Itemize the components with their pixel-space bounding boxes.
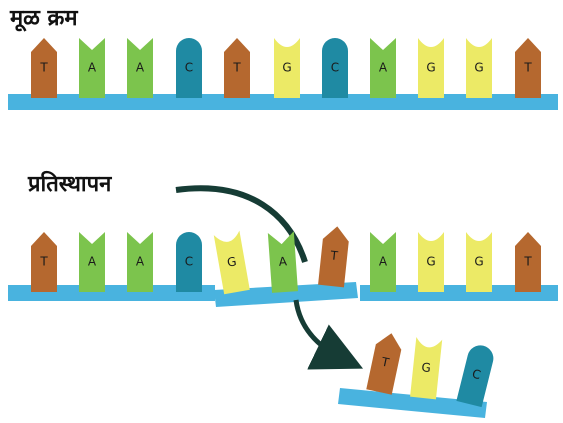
base-A-1: A — [79, 232, 105, 292]
base-letter: G — [474, 255, 483, 269]
base-A-7: A — [370, 38, 396, 98]
base-shape — [410, 336, 443, 400]
base-shape — [370, 232, 396, 292]
base-shape — [79, 232, 105, 292]
base-letter: C — [331, 61, 339, 75]
base-G-1: G — [410, 336, 443, 400]
mutated-backbone-middle — [214, 282, 358, 307]
base-G-5: G — [274, 38, 300, 98]
base-letter: A — [88, 255, 97, 269]
base-shape — [418, 232, 444, 292]
base-letter: A — [379, 61, 388, 75]
base-letter: A — [136, 255, 145, 269]
base-shape — [31, 38, 57, 98]
substitution-label: प्रतिस्थापन — [28, 172, 112, 197]
base-A-7: A — [370, 232, 396, 292]
mutated-backbone-left — [8, 285, 215, 301]
base-shape — [79, 38, 105, 98]
base-T-10: T — [515, 38, 541, 98]
base-letter: T — [39, 255, 48, 269]
base-shape — [127, 38, 153, 98]
removed-backbone — [338, 388, 487, 418]
base-shape — [224, 38, 250, 98]
base-letter: C — [471, 367, 483, 383]
base-letter: A — [88, 61, 97, 75]
base-shape — [366, 333, 402, 395]
base-shape — [515, 38, 541, 98]
base-letter: A — [136, 61, 145, 75]
base-letter: T — [523, 255, 532, 269]
base-G-4: G — [213, 230, 250, 295]
base-shape — [318, 226, 349, 288]
base-T-10: T — [515, 232, 541, 292]
base-A-2: A — [127, 232, 153, 292]
base-T-0: T — [31, 38, 57, 98]
base-letter: C — [185, 61, 193, 75]
base-shape — [418, 38, 444, 98]
base-A-2: A — [127, 38, 153, 98]
base-shape — [127, 232, 153, 292]
base-G-9: G — [466, 38, 492, 98]
base-letter: G — [282, 61, 291, 75]
base-C-2: C — [456, 345, 494, 408]
base-letter: T — [329, 248, 339, 263]
base-shape — [466, 232, 492, 292]
base-letter: G — [421, 360, 432, 375]
base-letter: T — [232, 61, 241, 75]
base-C-3: C — [176, 38, 202, 98]
base-shape — [370, 38, 396, 98]
base-T-0: T — [31, 232, 57, 292]
base-letter: G — [474, 61, 483, 75]
substitution-arrow — [175, 185, 308, 263]
base-letter: G — [426, 61, 435, 75]
base-letter: T — [39, 61, 48, 75]
base-letter: A — [379, 255, 388, 269]
base-letter: G — [426, 255, 435, 269]
base-shape — [466, 38, 492, 98]
base-T-6: T — [318, 226, 349, 288]
base-shape — [176, 38, 202, 98]
base-letter: A — [278, 254, 288, 269]
base-C-6: C — [322, 38, 348, 98]
mutated-backbone-right — [360, 285, 558, 301]
base-letter: T — [523, 61, 532, 75]
base-letter: C — [185, 255, 193, 269]
base-shape — [322, 38, 348, 98]
base-G-9: G — [466, 232, 492, 292]
base-shape — [456, 345, 494, 408]
base-letter: G — [226, 254, 238, 269]
substitution-arrow-head — [293, 299, 364, 370]
base-letter: T — [379, 354, 391, 370]
base-T-0: T — [366, 333, 402, 395]
base-A-1: A — [79, 38, 105, 98]
base-A-5: A — [267, 231, 298, 293]
base-shape — [31, 232, 57, 292]
base-shape — [213, 230, 250, 295]
base-G-8: G — [418, 232, 444, 292]
base-C-3: C — [176, 232, 202, 292]
base-shape — [515, 232, 541, 292]
base-T-4: T — [224, 38, 250, 98]
base-shape — [267, 231, 298, 293]
base-G-8: G — [418, 38, 444, 98]
base-shape — [176, 232, 202, 292]
diagram-title: मूळ क्रम — [10, 6, 78, 31]
base-shape — [274, 38, 300, 98]
